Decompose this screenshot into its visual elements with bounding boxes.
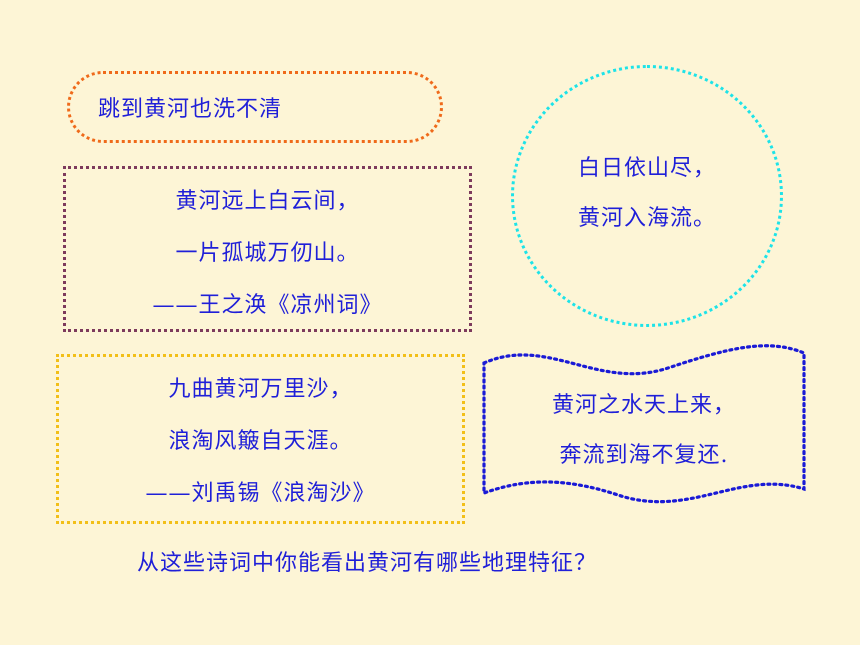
poem-line: 奔流到海不复还. — [559, 443, 729, 468]
poem-line: 黄河之水天上来， — [551, 393, 736, 418]
poem-liangzhouci-box: 黄河远上白云间， 一片孤城万仞山。 ——王之涣《凉州词》 — [63, 166, 472, 332]
poem-line: 浪淘风簸自天涯。 — [168, 429, 353, 454]
saying-text: 跳到黄河也洗不清 — [98, 97, 283, 122]
poem-line: 一片孤城万仞山。 — [175, 241, 360, 266]
poem-line: 黄河远上白云间， — [175, 189, 360, 214]
question-text: 从这些诗词中你能看出黄河有哪些地理特征？ — [137, 551, 598, 576]
poem-dengguanquelou-circle: 白日依山尽， 黄河入海流。 — [511, 65, 783, 327]
poem-langtaosha-box: 九曲黄河万里沙， 浪淘风簸自天涯。 ——刘禹锡《浪淘沙》 — [56, 354, 465, 524]
poem-line: 黄河入海流。 — [577, 206, 716, 231]
poem-jiangjinjiu-banner: 黄河之水天上来， 奔流到海不复还. — [478, 343, 810, 513]
poem-line: 九曲黄河万里沙， — [168, 377, 353, 402]
poem-line: 白日依山尽， — [577, 156, 716, 181]
poem-attribution: ——刘禹锡《浪淘沙》 — [145, 481, 376, 506]
poem-attribution: ——王之涣《凉州词》 — [152, 293, 383, 318]
wavy-banner-shape — [482, 344, 806, 504]
saying-pill: 跳到黄河也洗不清 — [67, 71, 443, 143]
